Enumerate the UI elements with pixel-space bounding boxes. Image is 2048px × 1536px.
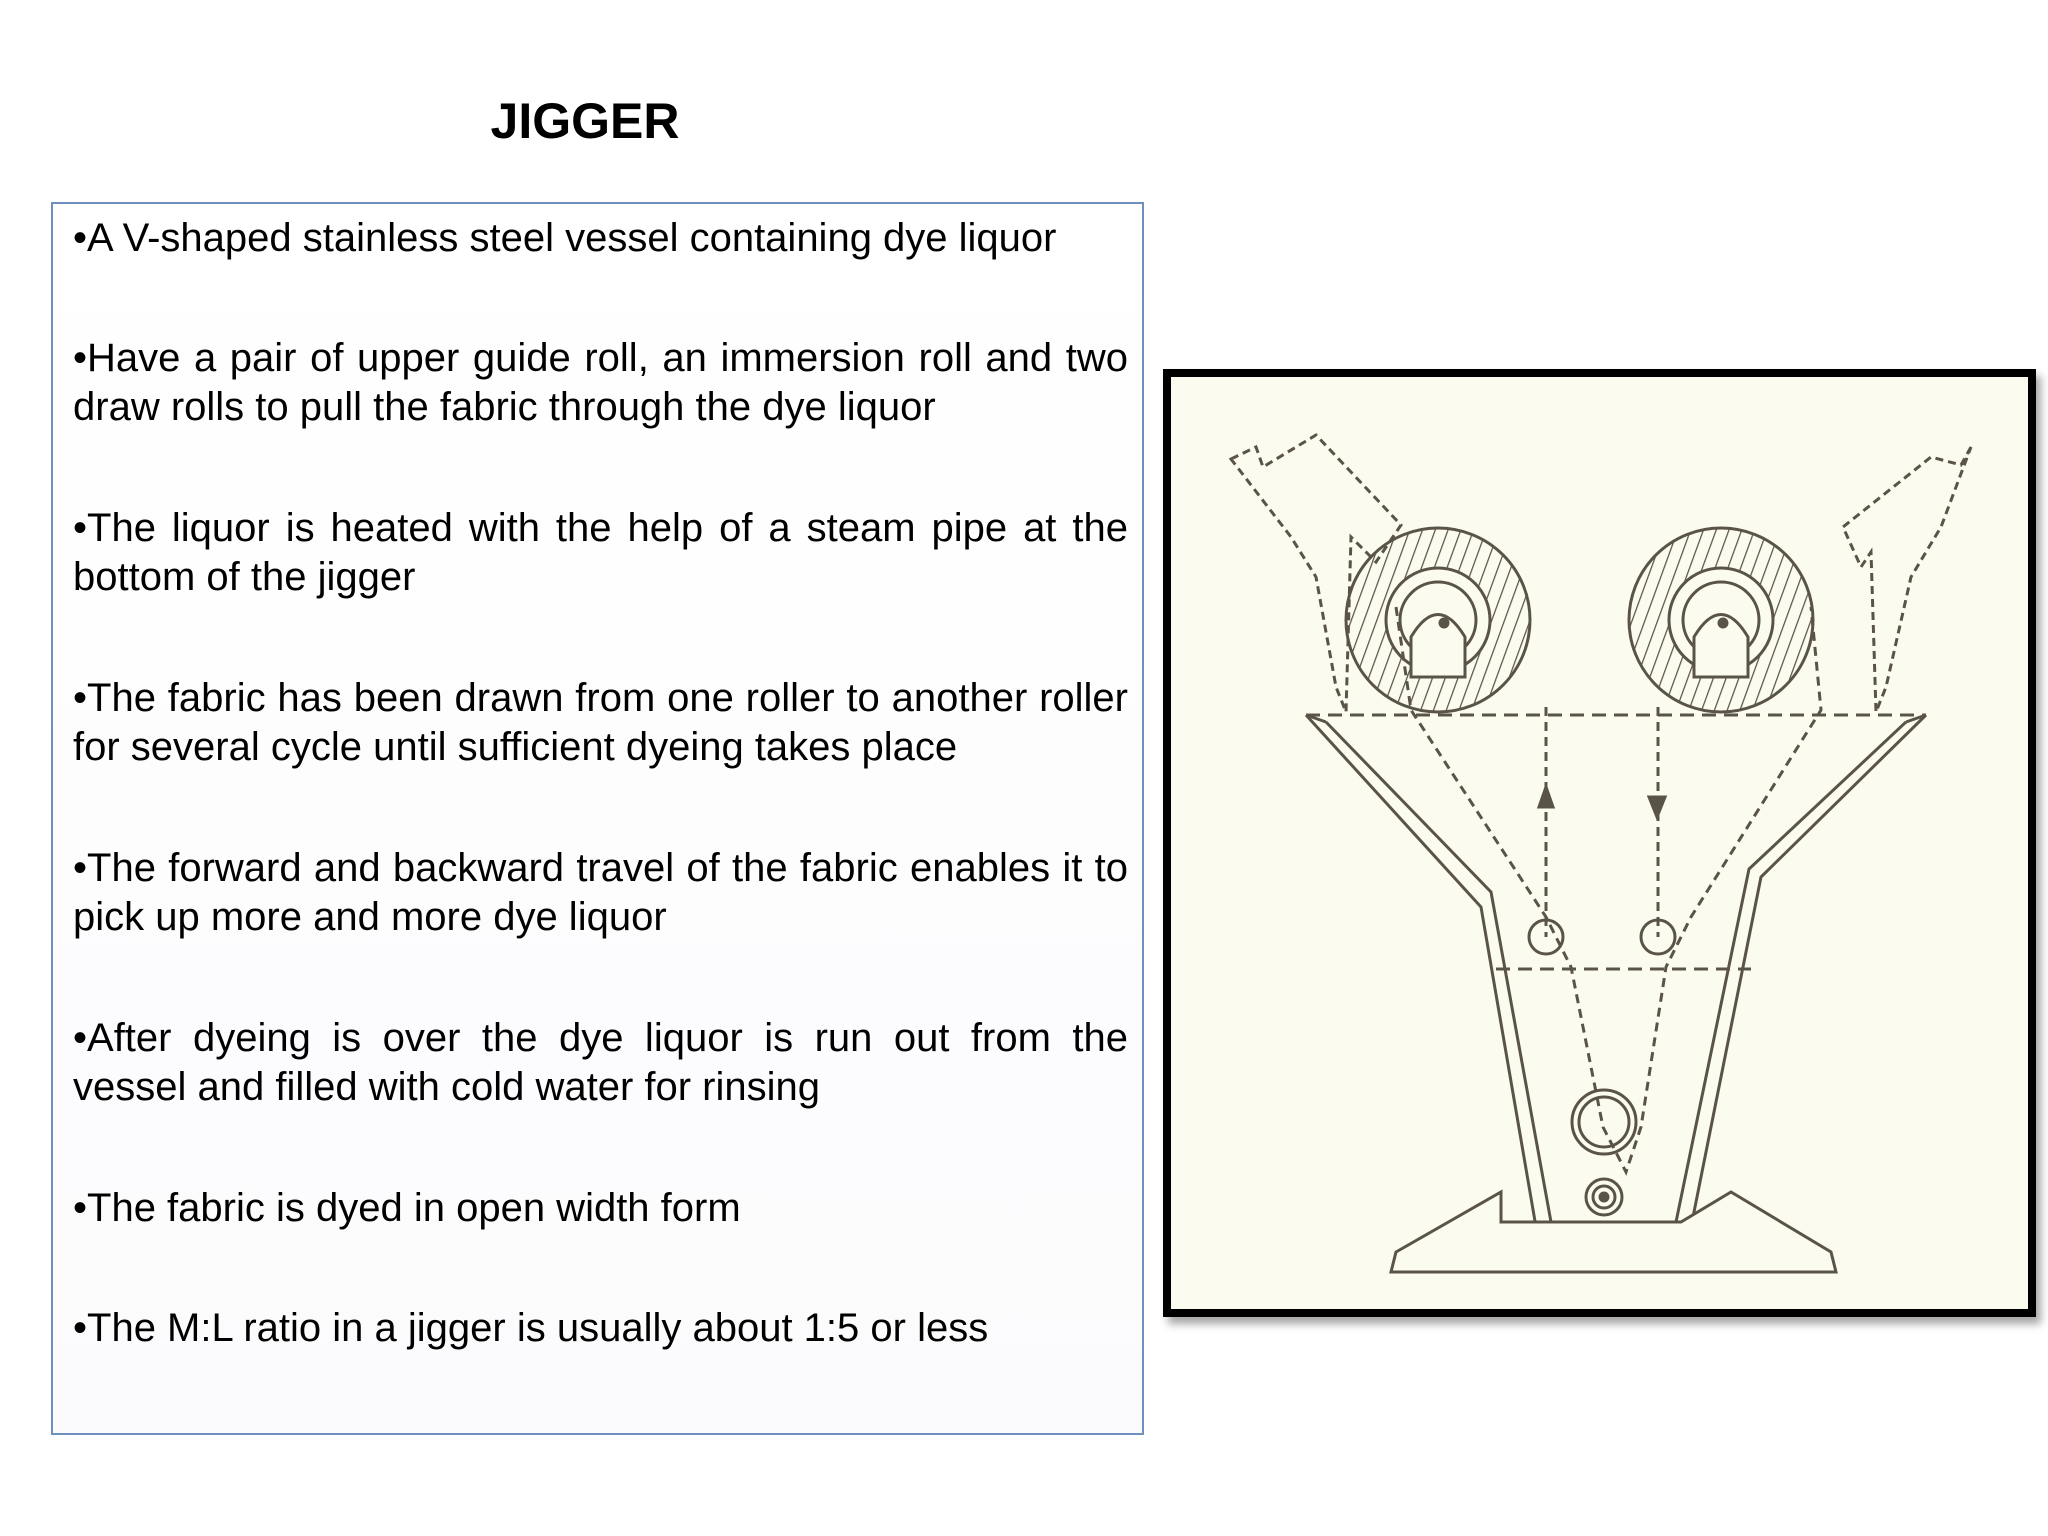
- bullet-item: •The M:L ratio in a jigger is usually ab…: [73, 1304, 1128, 1353]
- left-frame-arm: [1228, 433, 1403, 713]
- vessel-outer-wall-right: [1689, 713, 1928, 1273]
- bullet-item: •The fabric is dyed in open width form: [73, 1184, 1128, 1233]
- slide-title: JIGGER: [490, 93, 680, 149]
- steam-pipe: [1584, 1177, 1624, 1217]
- bullet-text: The fabric has been drawn from one rolle…: [73, 676, 1128, 769]
- bullet-item: •After dyeing is over the dye liquor is …: [73, 1014, 1128, 1112]
- jigger-diagram: [1228, 433, 1973, 1274]
- bullet-text-box: •A V-shaped stainless steel vessel conta…: [51, 202, 1144, 1435]
- bullet-text: The forward and backward travel of the f…: [73, 846, 1128, 939]
- left-guide-roll: [1527, 918, 1565, 956]
- right-guide-roll: [1639, 918, 1677, 956]
- bullet-dot: •: [73, 506, 88, 550]
- vessel-inner-wall-right: [1639, 720, 1908, 1273]
- immersion-roll: [1570, 1088, 1638, 1156]
- bullet-item: •Have a pair of upper guide roll, an imm…: [73, 334, 1128, 432]
- bullet-text: The fabric is dyed in open width form: [87, 1186, 741, 1230]
- fabric-path: [1394, 606, 1823, 1176]
- bullet-text: After dyeing is over the dye liquor is r…: [73, 1016, 1128, 1109]
- bullet-dot: •: [73, 676, 88, 720]
- bullet-item: •The forward and backward travel of the …: [73, 844, 1128, 942]
- bullet-dot: •: [73, 846, 88, 890]
- vessel-outer-wall: [1304, 713, 1538, 1268]
- bullet-item: •The liquor is heated with the help of a…: [73, 504, 1128, 602]
- left-draw-roller: [1344, 526, 1532, 714]
- right-draw-roller: [1627, 526, 1815, 714]
- bullet-item: •The fabric has been drawn from one roll…: [73, 674, 1128, 772]
- right-frame-arm: [1841, 446, 1973, 713]
- bullet-text: Have a pair of upper guide roll, an imme…: [73, 336, 1128, 429]
- bullet-text: The M:L ratio in a jigger is usually abo…: [87, 1306, 989, 1350]
- jigger-diagram-frame: [1163, 369, 2036, 1317]
- bullet-dot: •: [73, 1186, 88, 1230]
- bullet-dot: •: [73, 1306, 88, 1350]
- bullet-text: A V-shaped stainless steel vessel contai…: [87, 216, 1057, 260]
- bullet-dot: •: [73, 336, 88, 380]
- bullet-dot: •: [73, 216, 88, 260]
- bullet-item: •A V-shaped stainless steel vessel conta…: [73, 214, 1128, 263]
- bullet-text: The liquor is heated with the help of a …: [73, 506, 1128, 599]
- bullet-dot: •: [73, 1016, 88, 1060]
